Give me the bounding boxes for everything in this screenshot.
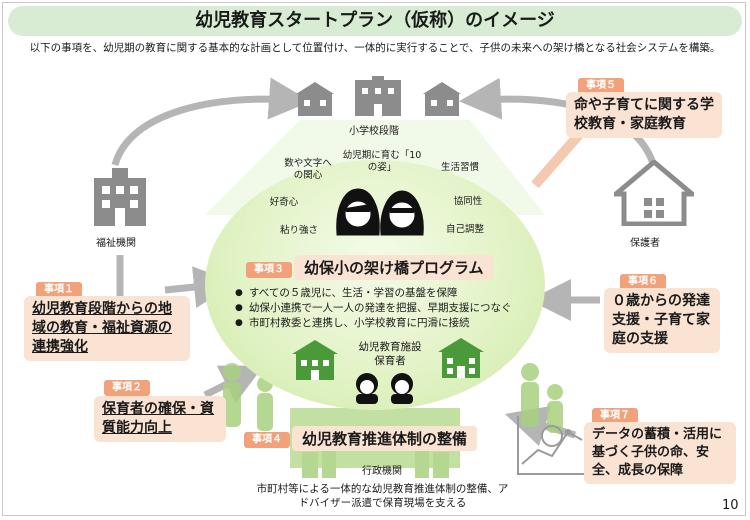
data-chart-icon <box>517 416 588 475</box>
trait-self-regulation: 自己調整 <box>445 224 484 235</box>
item3-bullet: すべての５歳児に、生活・学習の基盤を保障 <box>235 286 535 301</box>
item3-bullets: すべての５歳児に、生活・学習の基盤を保障 幼保小連携で一人一人の発達を把握、早期… <box>235 286 535 331</box>
caregivers-icon <box>356 373 413 404</box>
children-icon <box>336 188 424 236</box>
trait-ten-aspects: 幼児期に育む「10の姿」 <box>342 150 422 173</box>
item7-tag: 事項７ <box>592 408 638 424</box>
item4-note: 市町村等による一体的な幼児教育推進体制の整備、アドバイザー派遣で保育現場を支える <box>256 483 509 509</box>
trait-curiosity: 好奇心 <box>269 197 299 208</box>
elementary-label: 小学校段階 <box>349 126 399 137</box>
item6-tag: 事項６ <box>620 274 666 290</box>
caregivers-label: 保育者 <box>374 355 406 367</box>
item4-tag: 事項４ <box>244 432 290 448</box>
item7-text: データの蓄積・活用に基づく子供の命、安全、成長の保障 <box>592 427 723 478</box>
subtitle: 以下の事項を、幼児期の教育に関する基本的な計画として位置付け、一体的に実行するこ… <box>29 42 721 54</box>
item5-text: 命や子育てに関する学校教育・家庭教育 <box>574 97 714 132</box>
item5-tag: 事項５ <box>578 78 624 94</box>
guardian-label: 保護者 <box>630 238 660 249</box>
item6-box: ０歳からの発達支援・子育て家庭の支援 <box>604 288 720 353</box>
item3-bullet: 市町村教委と連携し、小学校教育に円滑に接続 <box>235 316 535 331</box>
facility-building-icon-left <box>292 340 338 380</box>
item1-text: 幼児教育段階からの地域の教育・福祉資源の連携強化 <box>32 301 172 355</box>
item2-text: 保育者の確保・資質能力向上 <box>102 401 214 436</box>
item2-box: 保育者の確保・資質能力向上 <box>94 396 226 442</box>
trait-cooperation: 協同性 <box>453 196 483 207</box>
welfare-label: 福祉機関 <box>96 238 136 249</box>
school-icons <box>296 76 461 116</box>
page-number: 10 <box>722 498 739 513</box>
facility-label: 幼児教育施設 <box>358 341 422 353</box>
central-ellipse <box>205 160 545 410</box>
item3-tag: 事項３ <box>246 262 292 278</box>
trait-habits: 生活習慣 <box>440 162 479 173</box>
item6-text: ０歳からの発達支援・子育て家庭の支援 <box>612 293 710 347</box>
arrow-welfare-to-school <box>111 77 311 167</box>
facility-building-icon-right <box>438 338 484 378</box>
trait-perseverance: 粘り強さ <box>279 225 318 236</box>
welfare-building-icon <box>94 168 146 226</box>
house-icon <box>614 160 694 226</box>
item3-title: 幼保小の架け橋プログラム <box>294 255 494 280</box>
admin-label: 行政機関 <box>362 466 402 477</box>
item1-box: 幼児教育段階からの地域の教育・福祉資源の連携強化 <box>24 296 190 361</box>
item4-title: 幼児教育推進体制の整備 <box>292 426 478 451</box>
title-banner: 幼児教育スタートプラン（仮称）のイメージ <box>8 6 742 36</box>
item7-box: データの蓄積・活用に基づく子供の命、安全、成長の保障 <box>584 422 736 484</box>
item5-box: 命や子育てに関する学校教育・家庭教育 <box>566 92 722 138</box>
facility-labels: 幼児教育施設 保育者 <box>344 340 436 368</box>
page-title: 幼児教育スタートプラン（仮称）のイメージ <box>195 10 555 31</box>
trait-interest: 数や文字への関心 <box>284 158 332 181</box>
item3-bullet: 幼保小連携で一人一人の発達を把握、早期支援につなぐ <box>235 301 535 316</box>
item2-tag: 事項２ <box>104 380 150 396</box>
item1-tag: 事項１ <box>36 282 82 298</box>
